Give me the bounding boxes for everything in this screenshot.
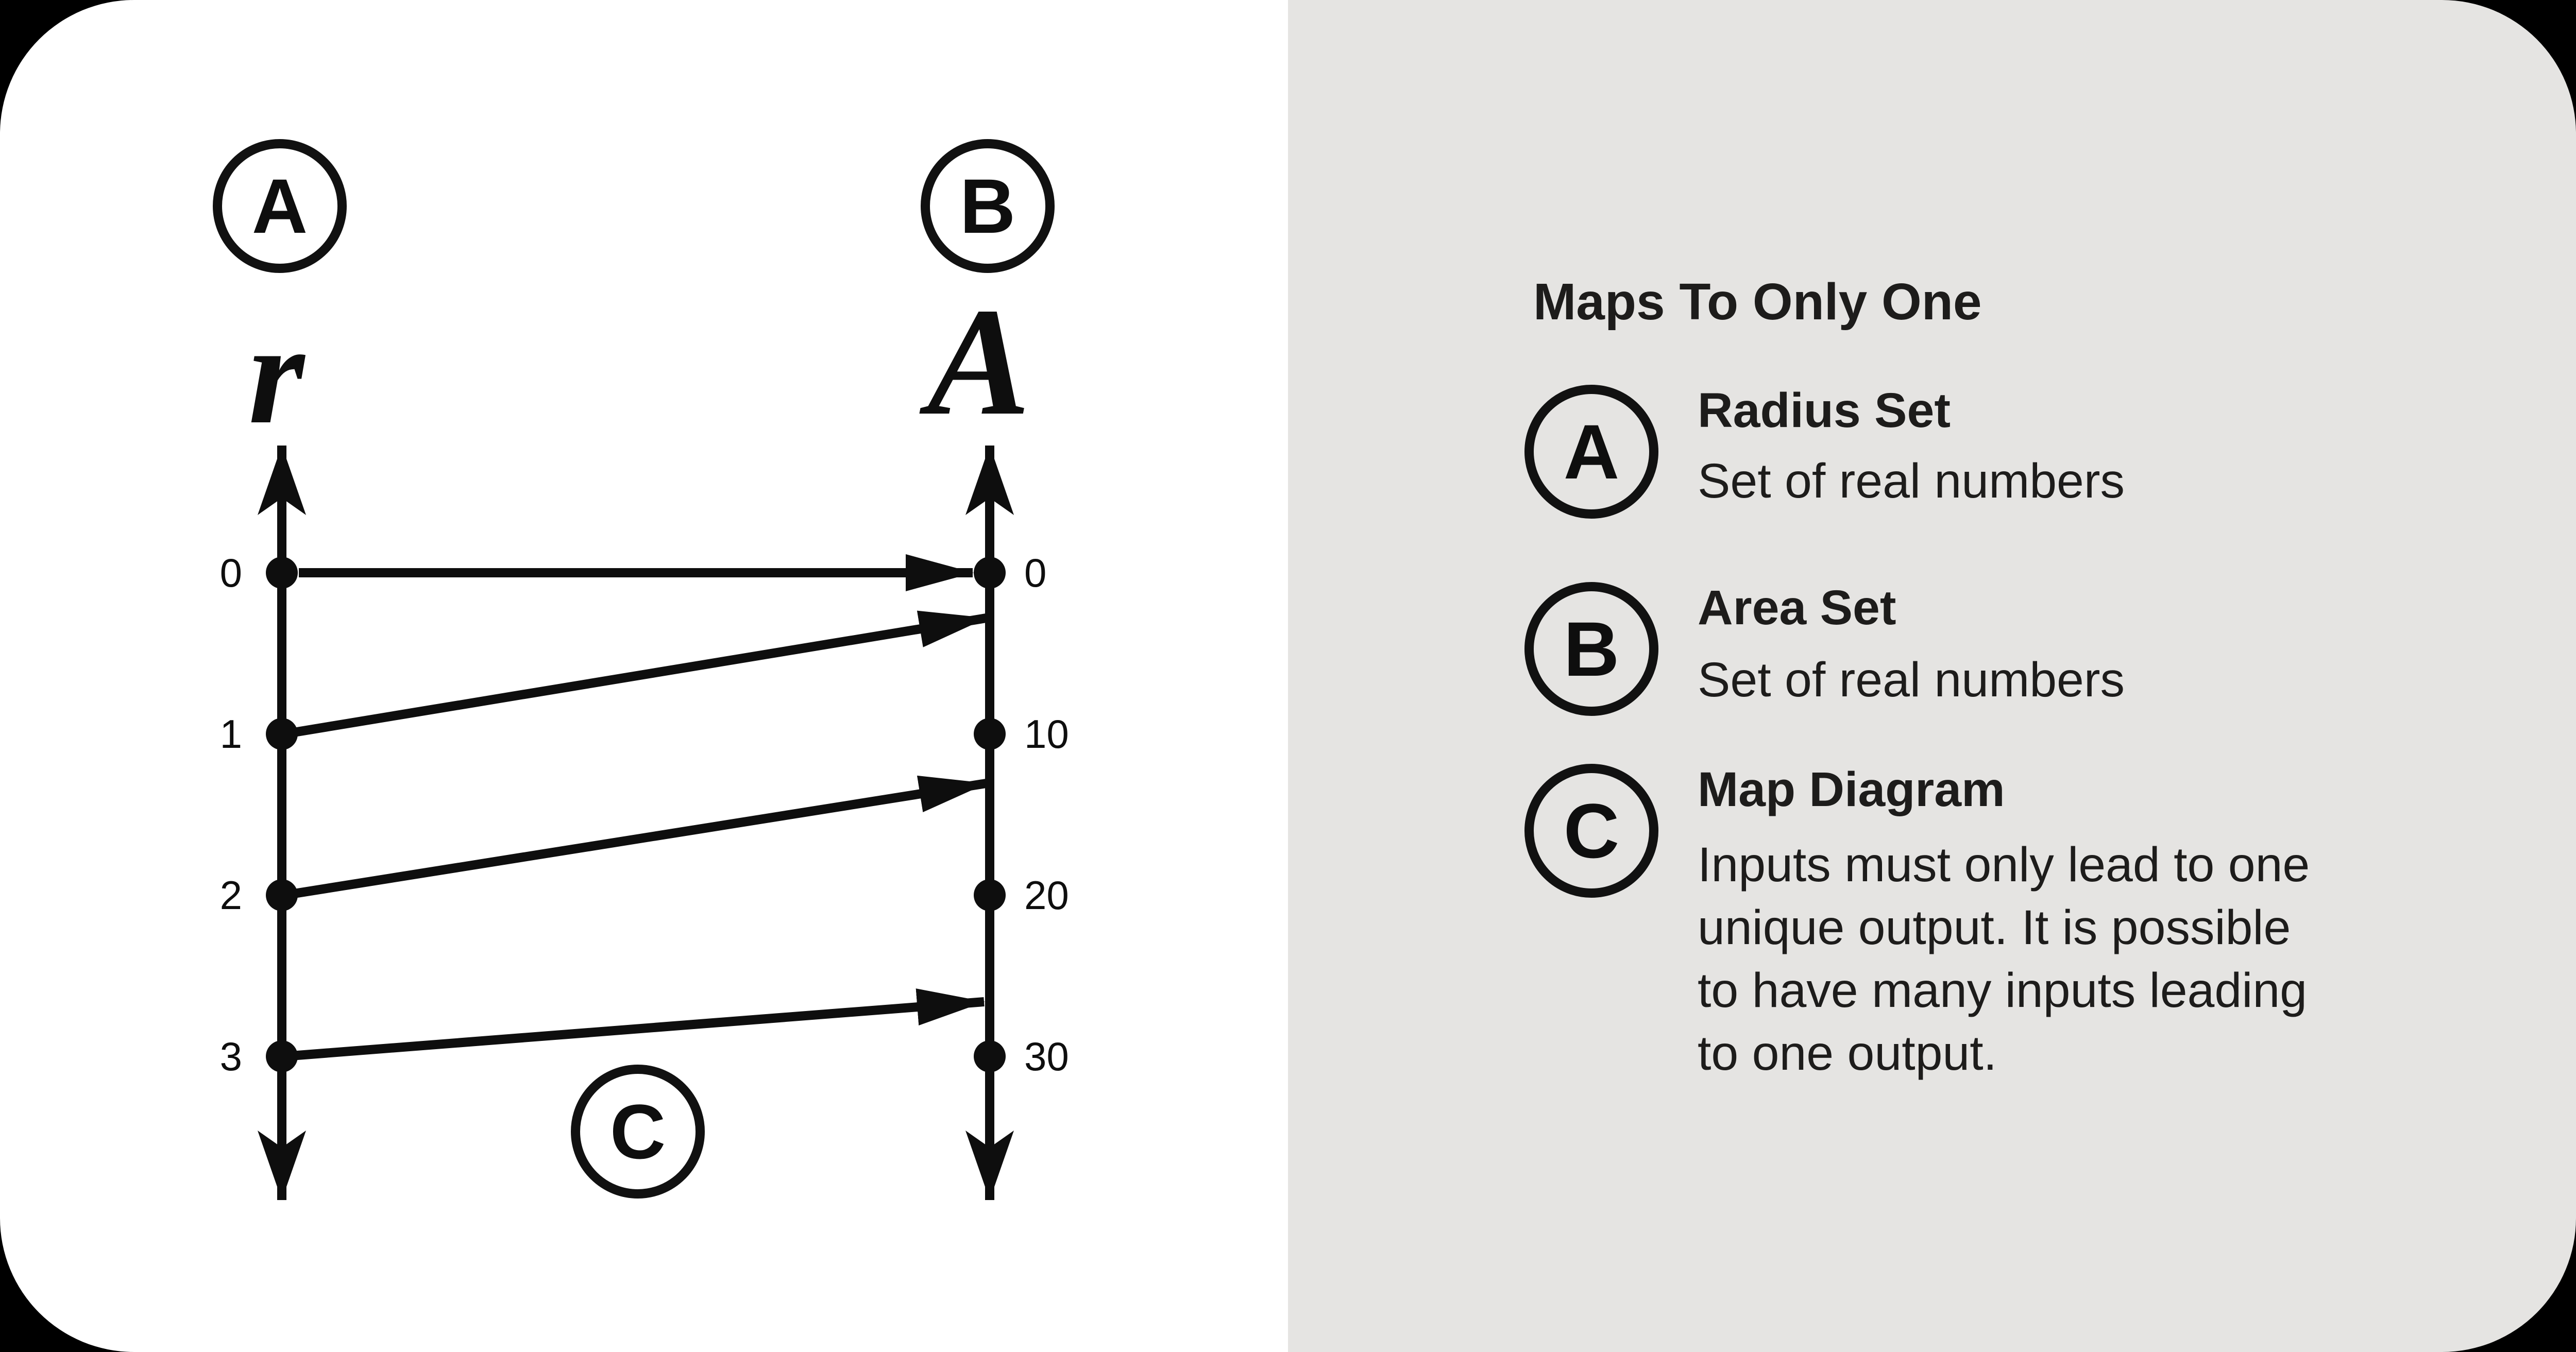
radius-point-2: [266, 879, 298, 911]
diagram-badge-c: C: [571, 1065, 705, 1199]
radius-point-0: [266, 557, 298, 589]
panel-heading: Maps To Only One: [1533, 273, 1982, 331]
legend-item-c-description: Inputs must only lead to one unique outp…: [1698, 833, 2470, 1085]
legend-item-a-title: Radius Set: [1698, 383, 1951, 438]
radius-tick-1: 1: [219, 711, 242, 757]
area-tick-20: 20: [1024, 872, 1069, 918]
legend-item-b-title: Area Set: [1698, 580, 1896, 635]
area-point-20: [974, 879, 1006, 911]
description-line: to have many inputs leading: [1698, 963, 2308, 1018]
legend-panel: [1288, 0, 2576, 1352]
area-tick-0: 0: [1024, 550, 1047, 595]
area-axis-label: A: [927, 276, 1031, 447]
diagram-badge-b: B: [921, 139, 1055, 273]
radius-point-1: [266, 718, 298, 750]
arrow-2-to-20: [283, 775, 987, 900]
area-tick-10: 10: [1024, 711, 1069, 757]
description-line: Inputs must only lead to one: [1698, 837, 2310, 892]
diagram-badge-a: A: [213, 139, 347, 273]
arrow-1-to-10: [283, 610, 987, 739]
area-point-0: [974, 557, 1006, 589]
arrow-3-to-30: [284, 988, 985, 1061]
radius-tick-2: 2: [219, 872, 242, 918]
legend-badge-b: B: [1524, 582, 1658, 716]
legend-badge-a: A: [1524, 385, 1658, 519]
area-point-10: [974, 718, 1006, 750]
radius-tick-0: 0: [219, 550, 242, 595]
description-line: unique output. It is possible: [1698, 900, 2291, 955]
radius-axis-label: r: [248, 294, 304, 454]
area-point-30: [974, 1040, 1006, 1072]
radius-tick-3: 3: [219, 1034, 242, 1079]
area-tick-30: 30: [1024, 1034, 1069, 1079]
legend-badge-c: C: [1524, 764, 1658, 898]
legend-item-a-description: Set of real numbers: [1698, 454, 2125, 508]
legend-item-b-description: Set of real numbers: [1698, 653, 2125, 707]
radius-point-3: [266, 1040, 298, 1072]
description-line: to one output.: [1698, 1026, 1997, 1081]
legend-item-c-title: Map Diagram: [1698, 762, 2005, 817]
